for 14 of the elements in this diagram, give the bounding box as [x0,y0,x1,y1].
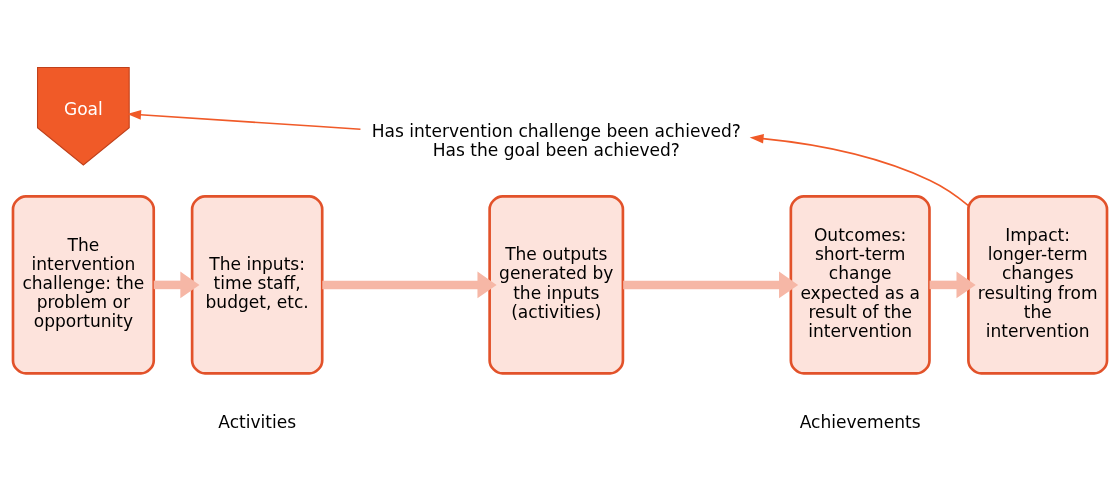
node-box: Outcomes: short-term change expected as a result of the intervention [789,195,931,375]
arrow [127,109,362,131]
label: Activities [218,411,297,432]
node-box: The inputs: time staff, budget, etc. [190,195,324,375]
arrow [322,271,497,299]
node-box: The outputs generated by the inputs (activities) [488,195,625,375]
arrow [153,271,200,299]
node-box: The intervention challenge: the problem or opportunity [11,195,156,375]
label: Achievements [799,411,921,432]
arrow [929,271,976,299]
node-text: Has intervention challenge been achieved? Has the goal been achieved? [371,120,741,160]
arrow [749,133,970,207]
arrow [623,271,799,299]
node-box: Impact: longer-term changes resulting from the intervention [967,195,1109,375]
